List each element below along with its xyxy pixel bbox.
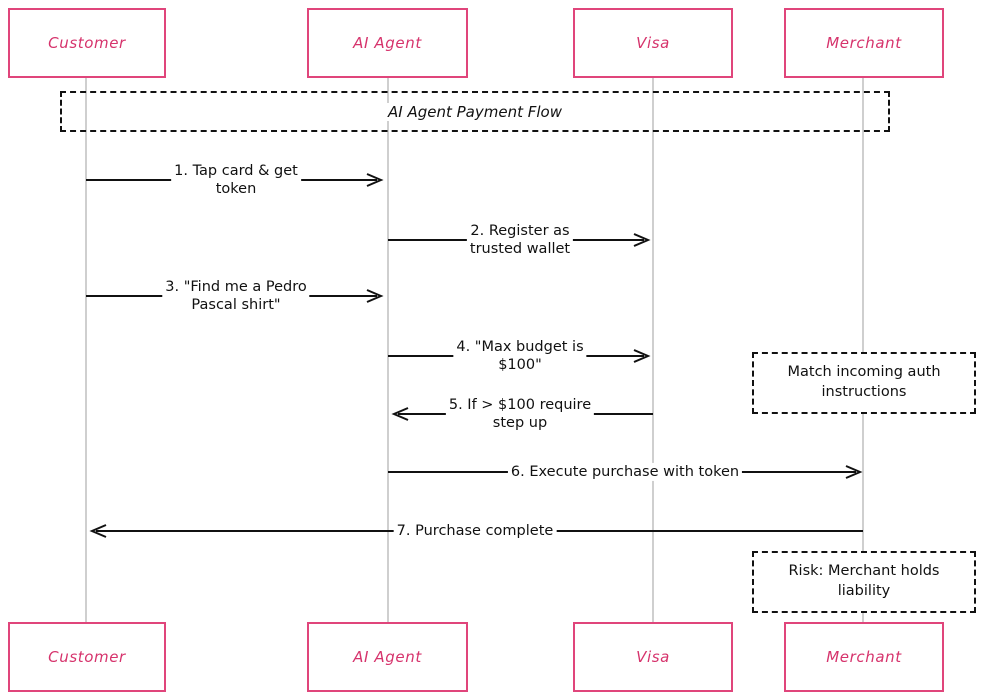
message-label-7: 7. Purchase complete bbox=[393, 521, 557, 541]
participant-customer-bottom[interactable]: Customer bbox=[8, 622, 166, 692]
message-label-1: 1. Tap card & get token bbox=[171, 161, 301, 199]
fragment-label: AI Agent Payment Flow bbox=[382, 102, 568, 121]
participant-label: AI Agent bbox=[353, 34, 422, 52]
participant-customer-top[interactable]: Customer bbox=[8, 8, 166, 78]
message-label-4: 4. "Max budget is $100" bbox=[453, 337, 587, 375]
participant-merchant-top[interactable]: Merchant bbox=[784, 8, 944, 78]
participant-label: AI Agent bbox=[353, 648, 422, 666]
participant-label: Visa bbox=[636, 34, 670, 52]
note-risk-merchant-liability: Risk: Merchant holds liability bbox=[752, 551, 976, 613]
lifeline-ai-agent bbox=[387, 78, 389, 623]
message-label-6: 6. Execute purchase with token bbox=[507, 462, 743, 482]
message-label-2: 2. Register as trusted wallet bbox=[466, 221, 574, 259]
note-match-incoming-auth: Match incoming auth instructions bbox=[752, 352, 976, 414]
lifeline-visa bbox=[652, 78, 654, 623]
participant-ai-agent-bottom[interactable]: AI Agent bbox=[307, 622, 468, 692]
participant-visa-bottom[interactable]: Visa bbox=[573, 622, 733, 692]
note-text: Risk: Merchant holds liability bbox=[788, 563, 940, 599]
participant-label: Merchant bbox=[826, 648, 902, 666]
participant-visa-top[interactable]: Visa bbox=[573, 8, 733, 78]
participant-label: Customer bbox=[48, 34, 126, 52]
participant-label: Merchant bbox=[826, 34, 902, 52]
participant-label: Customer bbox=[48, 648, 126, 666]
lifeline-merchant bbox=[862, 78, 864, 623]
participant-merchant-bottom[interactable]: Merchant bbox=[784, 622, 944, 692]
lifeline-customer bbox=[85, 78, 87, 623]
note-text: Match incoming auth instructions bbox=[787, 364, 941, 400]
message-label-5: 5. If > $100 require step up bbox=[445, 395, 595, 433]
message-label-3: 3. "Find me a Pedro Pascal shirt" bbox=[162, 277, 310, 315]
participant-label: Visa bbox=[636, 648, 670, 666]
participant-ai-agent-top[interactable]: AI Agent bbox=[307, 8, 468, 78]
fragment-box: AI Agent Payment Flow bbox=[60, 91, 890, 132]
